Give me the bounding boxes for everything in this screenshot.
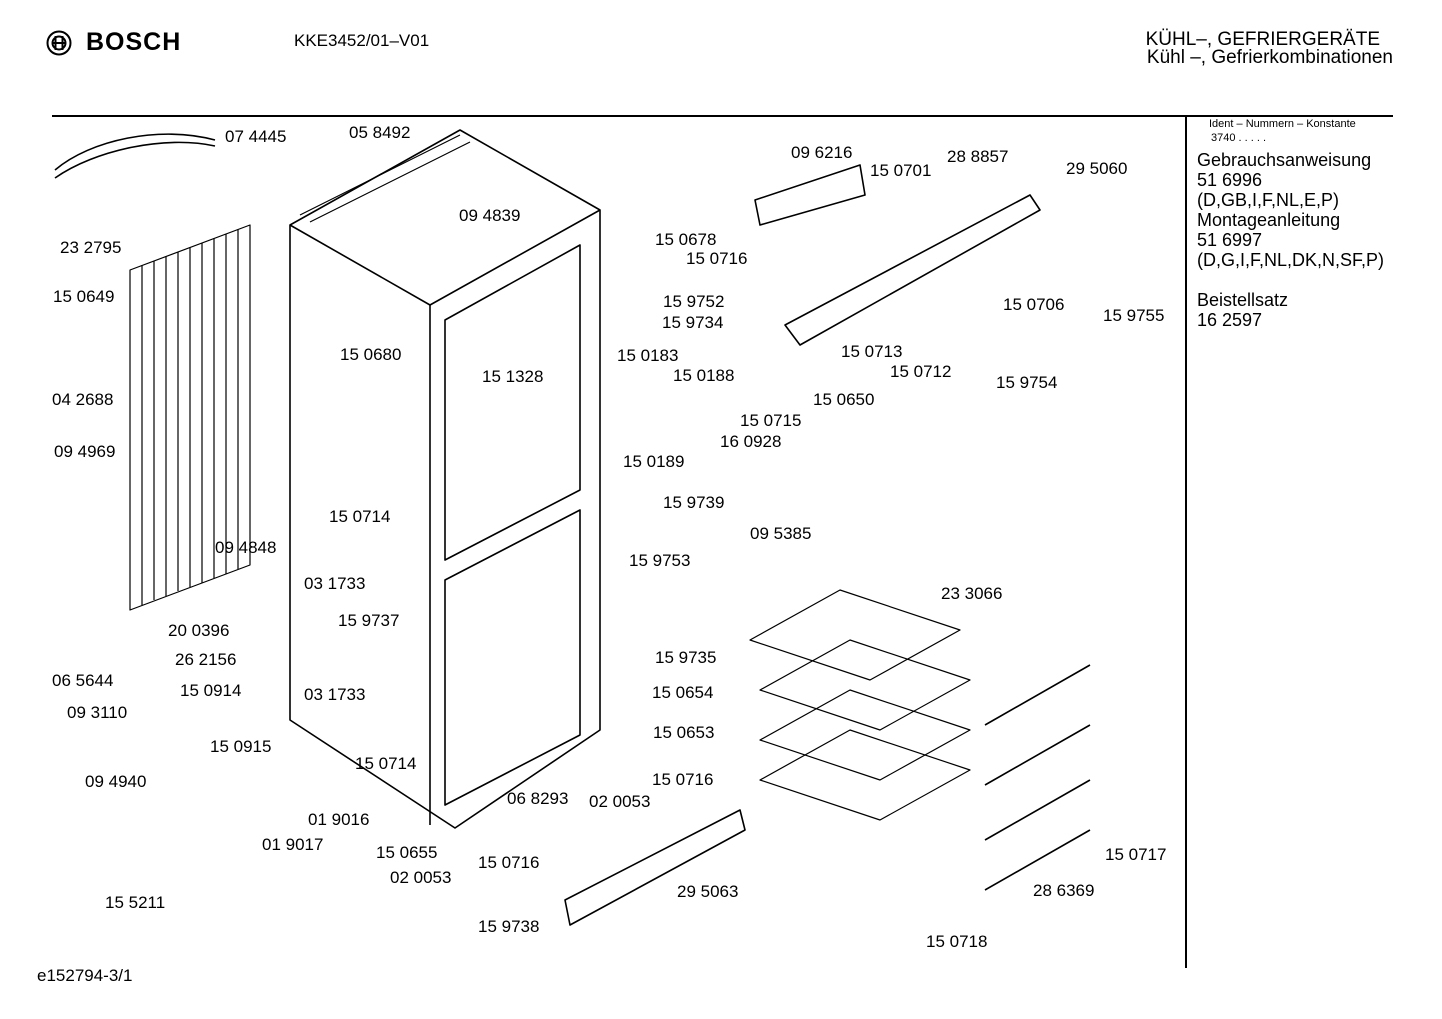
brand-name: BOSCH <box>86 28 182 56</box>
bosch-logo-icon <box>46 30 72 55</box>
part-label: 04 2688 <box>52 390 113 409</box>
part-label: 23 3066 <box>941 584 1002 603</box>
part-labels: 07 4445 05 8492 23 2795 15 0649 04 2688 … <box>52 123 1166 951</box>
part-label: 29 5060 <box>1066 159 1127 178</box>
sidebar-item: 51 6997 <box>1197 230 1263 250</box>
part-label: 15 0713 <box>841 342 902 361</box>
part-label: 09 4969 <box>54 442 115 461</box>
part-label: 29 5063 <box>677 882 738 901</box>
sidebar-item: (D,G,I,F,NL,DK,N,SF,P) <box>1197 250 1385 270</box>
part-label: 09 5385 <box>750 524 811 543</box>
part-label: 15 1328 <box>482 367 543 386</box>
brand-header: BOSCH <box>46 28 181 57</box>
part-label: 15 9753 <box>629 551 690 570</box>
sidebar-item: 51 6996 <box>1197 170 1263 190</box>
part-label: 15 0706 <box>1003 295 1064 314</box>
part-label: 15 0712 <box>890 362 951 381</box>
part-label: 15 9755 <box>1103 306 1164 325</box>
part-label: 03 1733 <box>304 574 365 593</box>
part-label: 15 9754 <box>996 373 1057 392</box>
part-label: 26 2156 <box>175 650 236 669</box>
part-label: 15 0717 <box>1105 845 1166 864</box>
sidebar-item: Beistellsatz <box>1197 290 1289 310</box>
part-label: 09 4940 <box>85 772 146 791</box>
sidebar-item: Gebrauchsanweisung <box>1197 150 1372 170</box>
part-label: 20 0396 <box>168 621 229 640</box>
category-title: KÜHL–, GEFRIERGERÄTE <box>1145 29 1380 50</box>
ident-title: Ident – Nummern – Konstante <box>1209 118 1356 130</box>
sidebar-item: 16 2597 <box>1197 310 1263 330</box>
part-label: 28 6369 <box>1033 881 1094 900</box>
part-label: 02 0053 <box>589 792 650 811</box>
part-label: 15 9739 <box>663 493 724 512</box>
part-label: 09 4839 <box>459 206 520 225</box>
model-number: KKE3452/01–V01 <box>294 31 430 50</box>
part-label: 15 0715 <box>740 411 801 430</box>
part-label: 15 0716 <box>652 770 713 789</box>
part-label: 15 0189 <box>623 452 684 471</box>
part-label: 15 0653 <box>653 723 714 742</box>
part-label: 05 8492 <box>349 123 410 142</box>
part-label: 01 9017 <box>262 835 323 854</box>
part-label: 15 0914 <box>180 681 241 700</box>
part-label: 09 6216 <box>791 143 852 162</box>
part-label: 15 9735 <box>655 648 716 667</box>
part-label: 06 8293 <box>507 789 568 808</box>
part-label: 15 9737 <box>338 611 399 630</box>
ident-code: 3740 . . . . . <box>1211 132 1267 144</box>
part-label: 15 0649 <box>53 287 114 306</box>
sidebar-item <box>1197 270 1427 290</box>
part-label: 15 0650 <box>813 390 874 409</box>
sidebar: Ident – Nummern – Konstante 3740 . . . .… <box>1197 118 1427 330</box>
part-label: 15 0714 <box>329 507 390 526</box>
part-label: 15 0718 <box>926 932 987 951</box>
part-label: 06 5644 <box>52 671 113 690</box>
sidebar-item: (D,GB,I,F,NL,E,P) <box>1197 190 1340 210</box>
document-code: e152794-3/1 <box>37 966 133 985</box>
sidebar-item: Montageanleitung <box>1197 210 1341 230</box>
part-label: 15 0183 <box>617 346 678 365</box>
part-label: 16 0928 <box>720 432 781 451</box>
part-label: 28 8857 <box>947 147 1008 166</box>
part-label: 02 0053 <box>390 868 451 887</box>
part-label: 15 9734 <box>662 313 723 332</box>
part-label: 01 9016 <box>308 810 369 829</box>
cabinet-drawing <box>54 129 1091 926</box>
header-divider <box>52 115 1393 117</box>
part-label: 15 0701 <box>870 161 931 180</box>
part-label: 15 0915 <box>210 737 271 756</box>
part-label: 15 0678 <box>655 230 716 249</box>
part-label: 07 4445 <box>225 127 286 146</box>
part-label: 15 0655 <box>376 843 437 862</box>
part-label: 15 0188 <box>673 366 734 385</box>
part-label: 15 5211 <box>105 893 165 912</box>
part-label: 03 1733 <box>304 685 365 704</box>
part-label: 15 0654 <box>652 683 713 702</box>
part-label: 09 3110 <box>67 703 127 722</box>
sidebar-divider <box>1185 116 1187 968</box>
part-label: 15 0714 <box>355 754 416 773</box>
category-subtitle: Kühl –, Gefrierkombinationen <box>1146 47 1393 68</box>
part-label: 23 2795 <box>60 238 121 257</box>
part-label: 15 9738 <box>478 917 539 936</box>
part-label: 15 9752 <box>663 292 724 311</box>
part-label: 15 0680 <box>340 345 401 364</box>
exploded-parts-diagram: 07 4445 05 8492 23 2795 15 0649 04 2688 … <box>52 123 1166 951</box>
part-label: 15 0716 <box>686 249 747 268</box>
part-label: 15 0716 <box>478 853 539 872</box>
part-label: 09 4848 <box>215 538 276 557</box>
